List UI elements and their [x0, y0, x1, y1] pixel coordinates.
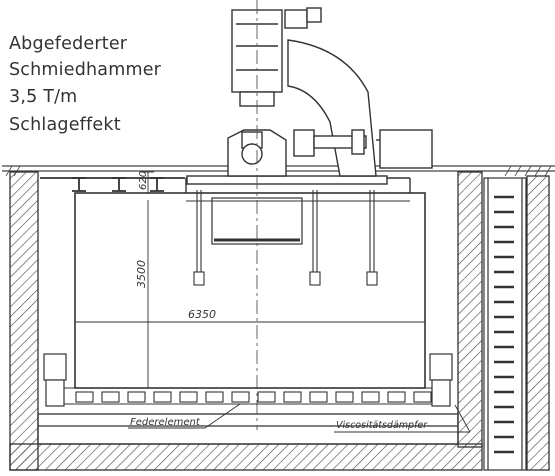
- dimension-620-label: 620: [138, 171, 149, 190]
- dimension-6350-label: 6350: [188, 308, 216, 321]
- title-line-4: Schlageffekt: [9, 115, 121, 135]
- title-line-2: Schmiedhammer: [9, 60, 162, 80]
- spring-element-label: Federelement: [130, 417, 201, 428]
- title-line-3: 3,5 T/m: [9, 87, 78, 107]
- cover-beams: [40, 177, 185, 192]
- dimension-620: [142, 171, 154, 194]
- viscous-damper-label: Viscositätsdämpfer: [336, 420, 428, 431]
- dimension-3500-label: 3500: [135, 260, 148, 288]
- spring-label-leader: [128, 403, 241, 429]
- ladder-shaft: [483, 177, 527, 471]
- spring-elements: [60, 387, 440, 405]
- foundation-block: [74, 177, 426, 389]
- dimension-6350: [74, 316, 426, 328]
- foundation-pit: [9, 171, 550, 471]
- anchor-bolts: [193, 190, 378, 286]
- dimension-3500: [142, 200, 154, 389]
- ladder-rungs: [494, 195, 514, 454]
- viscous-dampers: [43, 353, 453, 407]
- damper-label-leader: [334, 404, 471, 433]
- title-line-1: Abgefederter: [9, 34, 128, 54]
- forging-hammer: [186, 7, 433, 185]
